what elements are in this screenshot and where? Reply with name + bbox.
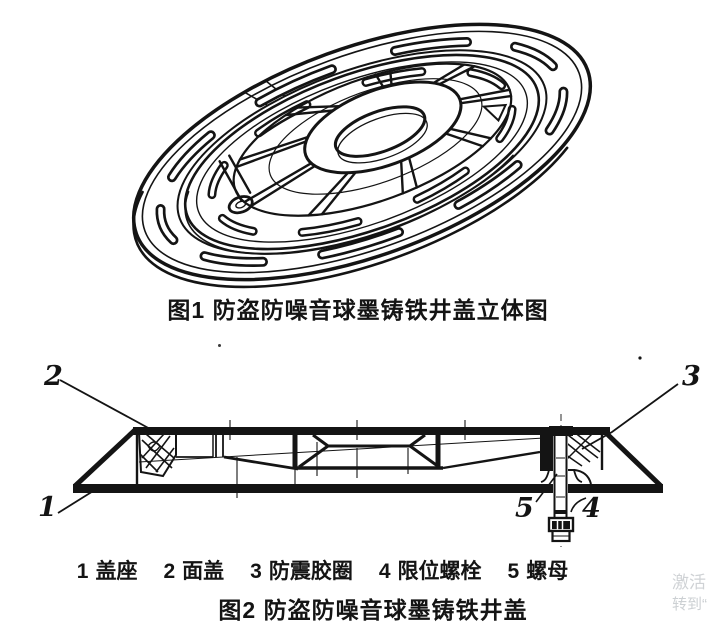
rubber-ring-block (540, 430, 601, 485)
latch-detail (218, 154, 254, 215)
hub-ring (303, 80, 463, 175)
left-hatch-block (137, 431, 177, 478)
part-label-2: 2 (43, 361, 63, 392)
leader-lines (57, 379, 679, 514)
part-label-4: 4 (582, 493, 601, 524)
rim-depth-lines (132, 146, 569, 289)
watermark-line1: 激活 (672, 573, 706, 592)
flange-slots (155, 37, 569, 267)
scan-speck (218, 344, 221, 347)
part-label-3: 3 (682, 361, 701, 392)
part-label-5: 5 (515, 493, 534, 524)
figure1-isometric-drawing (131, 22, 593, 289)
limit-bolt (547, 414, 575, 547)
cover-rim (183, 53, 541, 251)
truss-web (138, 420, 545, 498)
activation-watermark: 激活 转到“ (672, 574, 707, 612)
figure2-caption: 图2 防盗防噪音球墨铸铁井盖 (218, 597, 528, 623)
bolt-nut (547, 516, 575, 543)
figure1-caption: 图1 防盗防噪音球墨铸铁井盖立体图 (167, 297, 549, 323)
watermark-line2: 转到“ (672, 596, 707, 613)
cover-seat-outline (73, 427, 663, 493)
part-label-1: 1 (38, 492, 57, 523)
figure2-section-drawing: 2 3 1 5 4 (38, 356, 701, 547)
scan-speck (638, 356, 642, 360)
